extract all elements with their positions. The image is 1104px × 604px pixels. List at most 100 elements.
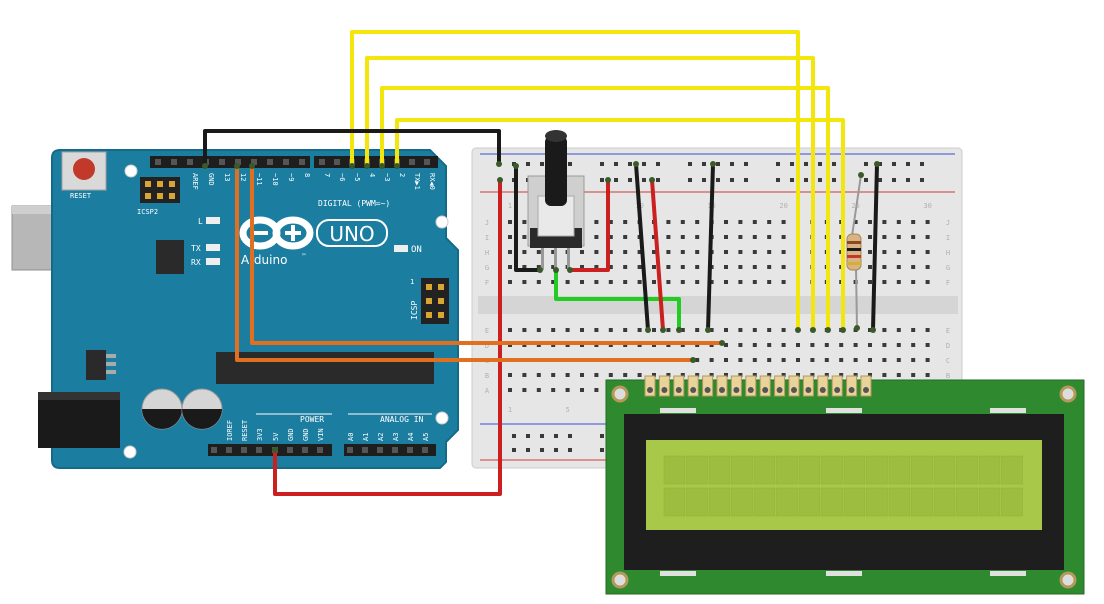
mount-hole bbox=[435, 215, 449, 229]
breadboard-hole bbox=[781, 343, 786, 347]
led-tx-label: TX bbox=[191, 244, 201, 253]
lcd-char-cell bbox=[708, 487, 731, 517]
breadboard-hole bbox=[911, 358, 916, 362]
breadboard-hole bbox=[536, 265, 541, 269]
lcd-char-cell bbox=[933, 487, 956, 517]
rail-hole bbox=[656, 178, 660, 182]
power-header bbox=[208, 444, 332, 456]
wire-end bbox=[690, 357, 696, 363]
lcd-char-cell bbox=[978, 455, 1001, 485]
rail-hole bbox=[906, 162, 910, 166]
lcd-module bbox=[605, 375, 1085, 595]
header-pin bbox=[241, 447, 247, 453]
lcd-char-cell bbox=[843, 487, 866, 517]
row-letter-label: D bbox=[485, 342, 489, 350]
breadboard-hole bbox=[608, 373, 613, 377]
lcd-pin bbox=[802, 375, 814, 397]
arduino-board-body bbox=[51, 149, 459, 469]
breadboard-hole bbox=[695, 235, 700, 239]
header-pin bbox=[424, 159, 430, 165]
breadboard-hole bbox=[637, 373, 642, 377]
breadboard-hole bbox=[695, 358, 700, 362]
lcd-pin bbox=[716, 375, 728, 397]
reset-button[interactable] bbox=[61, 151, 107, 191]
breadboard-hole bbox=[551, 250, 556, 254]
breadboard-hole bbox=[839, 358, 844, 362]
breadboard-hole bbox=[911, 235, 916, 239]
breadboard-hole bbox=[695, 328, 700, 332]
breadboard-hole bbox=[911, 265, 916, 269]
breadboard-hole bbox=[925, 343, 930, 347]
lcd-char-cell bbox=[663, 455, 686, 485]
arduino-logo bbox=[239, 216, 314, 250]
breadboard-hole bbox=[911, 343, 916, 347]
rail-hole bbox=[906, 178, 910, 182]
column-number-label: 1 bbox=[508, 202, 512, 210]
breadboard-hole bbox=[925, 265, 930, 269]
header-pin-label: 2 bbox=[398, 173, 406, 177]
row-letter-label: F bbox=[485, 279, 489, 287]
breadboard-hole bbox=[522, 280, 527, 284]
breadboard-hole bbox=[666, 280, 671, 284]
led-1-label: 1 bbox=[410, 278, 414, 286]
breadboard-hole bbox=[882, 373, 887, 377]
lcd-pin-hole bbox=[733, 387, 740, 393]
lcd-pin-hole bbox=[704, 387, 711, 393]
breadboard-hole bbox=[536, 280, 541, 284]
breadboard-hole bbox=[594, 235, 599, 239]
header-pin bbox=[299, 159, 305, 165]
wire-end bbox=[645, 327, 651, 333]
breadboard-hole bbox=[666, 235, 671, 239]
logo-plus-icon bbox=[285, 225, 301, 241]
wire-end bbox=[874, 161, 880, 167]
header-pin-label: RX◀0 bbox=[428, 173, 436, 190]
row-letter-label: A bbox=[485, 387, 490, 395]
rail-hole bbox=[568, 448, 572, 452]
breadboard-hole bbox=[896, 220, 901, 224]
rail-hole bbox=[730, 162, 734, 166]
breadboard-hole bbox=[882, 220, 887, 224]
breadboard-hole bbox=[896, 328, 901, 332]
lcd-pin-hole bbox=[719, 387, 725, 393]
lcd-pin-hole bbox=[805, 387, 812, 393]
lcd-char-cell bbox=[956, 455, 978, 485]
rail-hole bbox=[790, 178, 794, 182]
breadboard-hole bbox=[695, 280, 700, 284]
header-pin-label: TX▶1 bbox=[413, 173, 421, 190]
rail-hole bbox=[702, 162, 706, 166]
row-letter-label: E bbox=[946, 327, 950, 335]
breadboard-hole bbox=[724, 358, 728, 362]
breadboard-hole bbox=[853, 220, 858, 224]
breadboard-hole bbox=[925, 373, 930, 377]
breadboard-hole bbox=[738, 343, 743, 347]
wire-end bbox=[870, 327, 876, 333]
breadboard-hole bbox=[565, 388, 570, 392]
lcd-pin-hole bbox=[747, 387, 754, 393]
wire-yellow-d3 bbox=[380, 86, 830, 332]
lcd-screen bbox=[646, 440, 1042, 530]
breadboard-hole bbox=[508, 388, 512, 392]
lcd-pin-hole bbox=[834, 387, 841, 393]
breadboard-hole bbox=[551, 373, 556, 377]
breadboard-hole bbox=[666, 265, 671, 269]
lcd-pin bbox=[702, 375, 714, 397]
breadboard-hole bbox=[608, 220, 613, 224]
led-on: ON bbox=[394, 245, 422, 255]
analog-pin-label: A1 bbox=[362, 433, 370, 441]
breadboard-hole bbox=[680, 235, 685, 239]
breadboard-hole bbox=[637, 280, 642, 284]
header-pin-label: GND bbox=[207, 173, 215, 186]
header-pin bbox=[283, 159, 289, 165]
breadboard-hole bbox=[508, 220, 512, 224]
breadboard-hole bbox=[680, 220, 685, 224]
breadboard-hole bbox=[724, 373, 728, 377]
lcd-pin-hole bbox=[647, 387, 653, 393]
wire-end bbox=[649, 177, 655, 183]
breadboard-hole bbox=[695, 250, 700, 254]
lcd-pin bbox=[788, 375, 800, 397]
lcd-char-cell bbox=[956, 487, 978, 517]
lcd-char-cell bbox=[776, 487, 798, 517]
capacitor bbox=[141, 388, 183, 430]
rail-hole bbox=[642, 178, 646, 182]
rail-hole bbox=[642, 162, 646, 166]
